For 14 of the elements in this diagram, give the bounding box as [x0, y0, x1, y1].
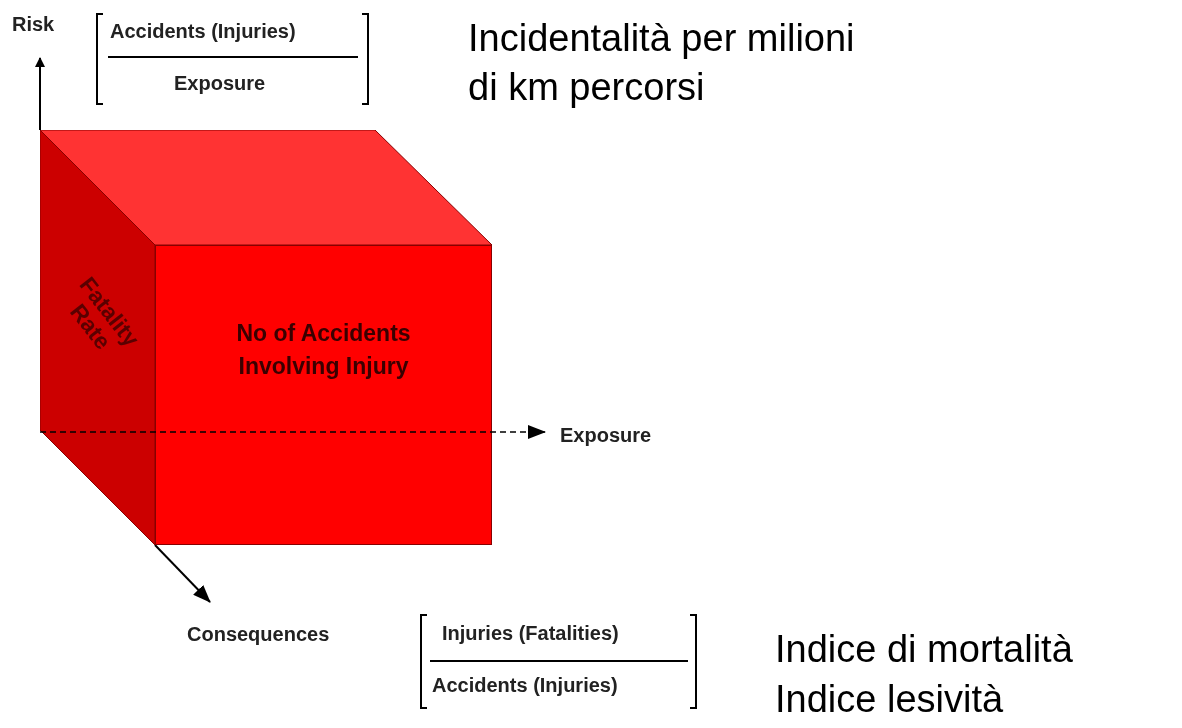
cube-side-face — [40, 130, 155, 545]
fraction-numerator: Accidents (Injuries) — [110, 20, 296, 43]
fraction-numerator: Injuries (Fatalities) — [442, 622, 619, 645]
fraction-denominator: Accidents (Injuries) — [432, 674, 618, 697]
axis-label: Risk — [12, 13, 55, 36]
cube-top-face — [40, 130, 492, 245]
axis-label: Consequences — [187, 623, 330, 646]
annotation-text: Indice di mortalità — [775, 628, 1073, 671]
annotation-text: Indice lesività — [775, 678, 1004, 721]
annotation-text: Incidentalità per milioni di km percorsi — [468, 16, 856, 111]
axis-label: Exposure — [560, 424, 652, 447]
fraction-denominator: Exposure — [174, 72, 266, 95]
face-label: No of Accidents Involving Injury — [235, 318, 412, 381]
cube-front-face — [155, 245, 492, 545]
